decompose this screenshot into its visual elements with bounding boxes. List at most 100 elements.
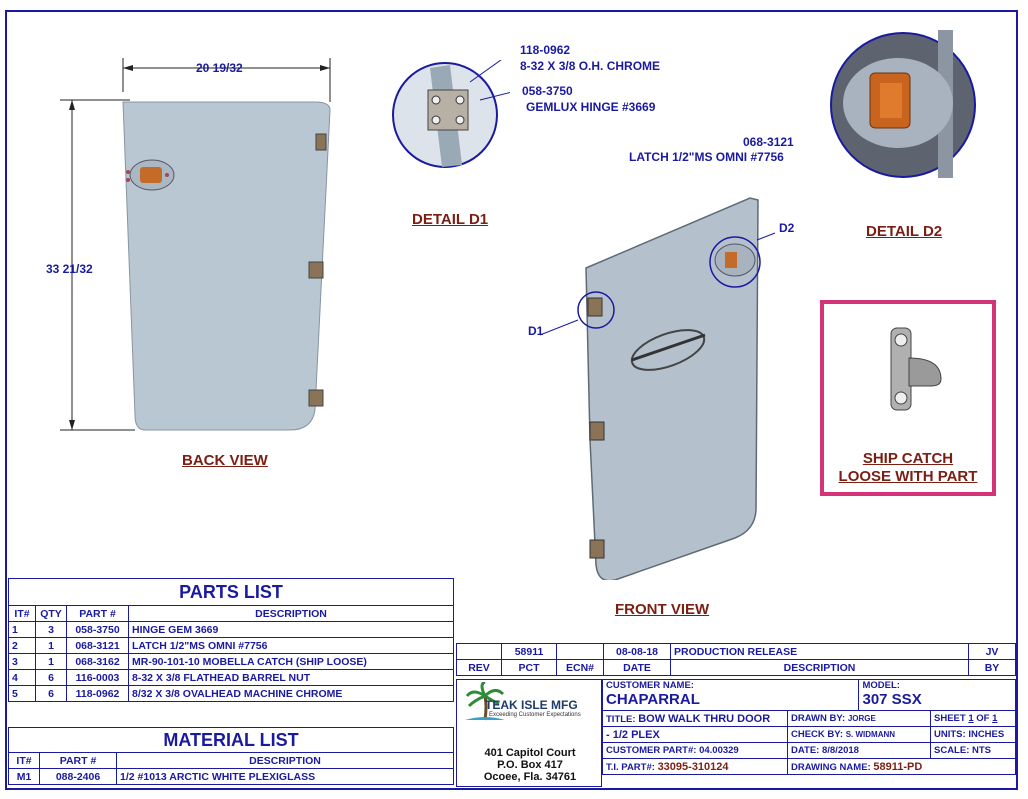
cell: 058-3750 [66, 621, 129, 638]
title-block: TEAK ISLE MFG Exceeding Customer Expecta… [456, 679, 1016, 789]
model-value: 307 SSX [862, 691, 922, 708]
drawn-label: DRAWN BY: [791, 713, 846, 724]
drawn-by: JORGE [847, 714, 876, 723]
scale-label: SCALE: [934, 745, 970, 756]
parts-header-it: IT# [8, 605, 36, 622]
drawing-sheet [5, 10, 1018, 790]
model-label: MODEL: [862, 680, 900, 692]
address-line-3: Ocoee, Fla. 34761 [483, 771, 577, 783]
desc-header: DESCRIPTION [670, 659, 969, 676]
rev-header: REV [456, 659, 502, 676]
detail-d1-title: DETAIL D1 [412, 211, 489, 228]
cell: 1 [8, 621, 36, 638]
customer-name: CHAPARRAL [606, 691, 700, 708]
checked-by: S. WIDMANN [845, 730, 896, 739]
front-view-title: FRONT VIEW [615, 601, 710, 618]
d2-marker: D2 [779, 221, 795, 235]
front-view-drawing [539, 197, 776, 580]
back-view-title: BACK VIEW [182, 452, 268, 469]
desc-cell: PRODUCTION RELEASE [670, 643, 969, 660]
title-label: TITLE: [606, 713, 636, 725]
detail-d1-drawing [392, 60, 510, 168]
cell: 8-32 X 3/8 FLATHEAD BARREL NUT [128, 669, 454, 686]
cell: 1 [35, 653, 67, 670]
sheet-total: 1 [992, 713, 998, 724]
customer-part: 04.00329 [699, 745, 739, 756]
ship-catch-box: SHIP CATCH LOOSE WITH PART [820, 300, 996, 496]
cell: 068-3162 [66, 653, 129, 670]
ship-catch-line2: LOOSE WITH PART [838, 468, 978, 485]
cell: 116-0003 [66, 669, 129, 686]
cell: 5 [8, 685, 36, 702]
cell: 088-2406 [39, 768, 117, 785]
parts-header-qty: QTY [35, 605, 67, 622]
height-dimension: 33 21/32 [46, 262, 93, 276]
revision-row: 58911 08-08-18 PRODUCTION RELEASE JV [456, 643, 1016, 660]
cell: M1 [8, 768, 40, 785]
title-info-panel: CUSTOMER NAME: CHAPARRAL MODEL: 307 SSX … [601, 679, 1016, 787]
customer-label: CUSTOMER NAME: [606, 680, 694, 692]
cell: LATCH 1/2"MS OMNI #7756 [128, 637, 454, 654]
callout-desc-118-0962: 8-32 X 3/8 O.H. CHROME [520, 59, 661, 73]
cell: 3 [35, 621, 67, 638]
cell: MR-90-101-10 MOBELLA CATCH (SHIP LOOSE) [128, 653, 454, 670]
cell: 4 [8, 669, 36, 686]
callout-part-068-3121: 068-3121 [743, 135, 794, 149]
cell: 6 [35, 685, 67, 702]
date-value: 8/8/2018 [821, 745, 859, 756]
date-cell: 08-08-18 [603, 643, 671, 660]
material-header-it: IT# [8, 752, 40, 769]
by-header: BY [968, 659, 1016, 676]
address-line-1: 401 Capitol Court [484, 747, 576, 759]
date-label: DATE: [791, 745, 820, 756]
date-header: DATE [603, 659, 671, 676]
callout-part-118-0962: 118-0962 [520, 43, 571, 57]
material-list-title: MATERIAL LIST [163, 729, 299, 750]
ecn-header: ECN# [556, 659, 604, 676]
cell: HINGE GEM 3669 [128, 621, 454, 638]
cell: 8/32 X 3/8 OVALHEAD MACHINE CHROME [128, 685, 454, 702]
revision-block: 58911 08-08-18 PRODUCTION RELEASE JV REV… [456, 643, 1016, 676]
cell: 1/2 #1013 ARCTIC WHITE PLEXIGLASS [116, 768, 454, 785]
units-value: INCHES [968, 729, 1005, 740]
drawing-name: 58911-PD [873, 760, 923, 773]
ship-catch-line1: SHIP CATCH [862, 450, 954, 467]
cell: 2 [8, 637, 36, 654]
by-cell: JV [968, 643, 1016, 660]
ecn-cell [556, 643, 604, 660]
customer-part-label: CUSTOMER PART#: [606, 745, 697, 756]
detail-d2-drawing [830, 30, 976, 178]
callout-part-058-3750: 058-3750 [522, 84, 573, 98]
company-tagline: Exceeding Customer Expectations [489, 712, 581, 718]
address-line-2: P.O. Box 417 [497, 759, 563, 771]
scale-value: NTS [972, 745, 992, 756]
rev-cell [456, 643, 502, 660]
cell: 1 [35, 637, 67, 654]
material-header-desc: DESCRIPTION [116, 752, 454, 769]
units-label: UNITS: [934, 729, 966, 740]
palm-tree-icon [465, 682, 505, 721]
pct-cell: 58911 [501, 643, 557, 660]
check-label: CHECK BY: [791, 729, 844, 740]
sheet-label: SHEET [934, 713, 966, 724]
title-line-1: BOW WALK THRU DOOR [638, 712, 771, 725]
back-view-drawing [60, 58, 331, 431]
of-label: OF [976, 713, 990, 724]
detail-d2-title: DETAIL D2 [866, 223, 943, 240]
drawing-name-label: DRAWING NAME: [791, 761, 871, 773]
cell: 068-3121 [66, 637, 129, 654]
cell: 118-0962 [66, 685, 129, 702]
cell: 6 [35, 669, 67, 686]
d1-marker: D1 [528, 324, 544, 338]
ti-part: 33095-310124 [657, 760, 729, 773]
cell: 3 [8, 653, 36, 670]
ship-catch-image [890, 327, 942, 411]
sheet-number: 1 [968, 713, 974, 724]
